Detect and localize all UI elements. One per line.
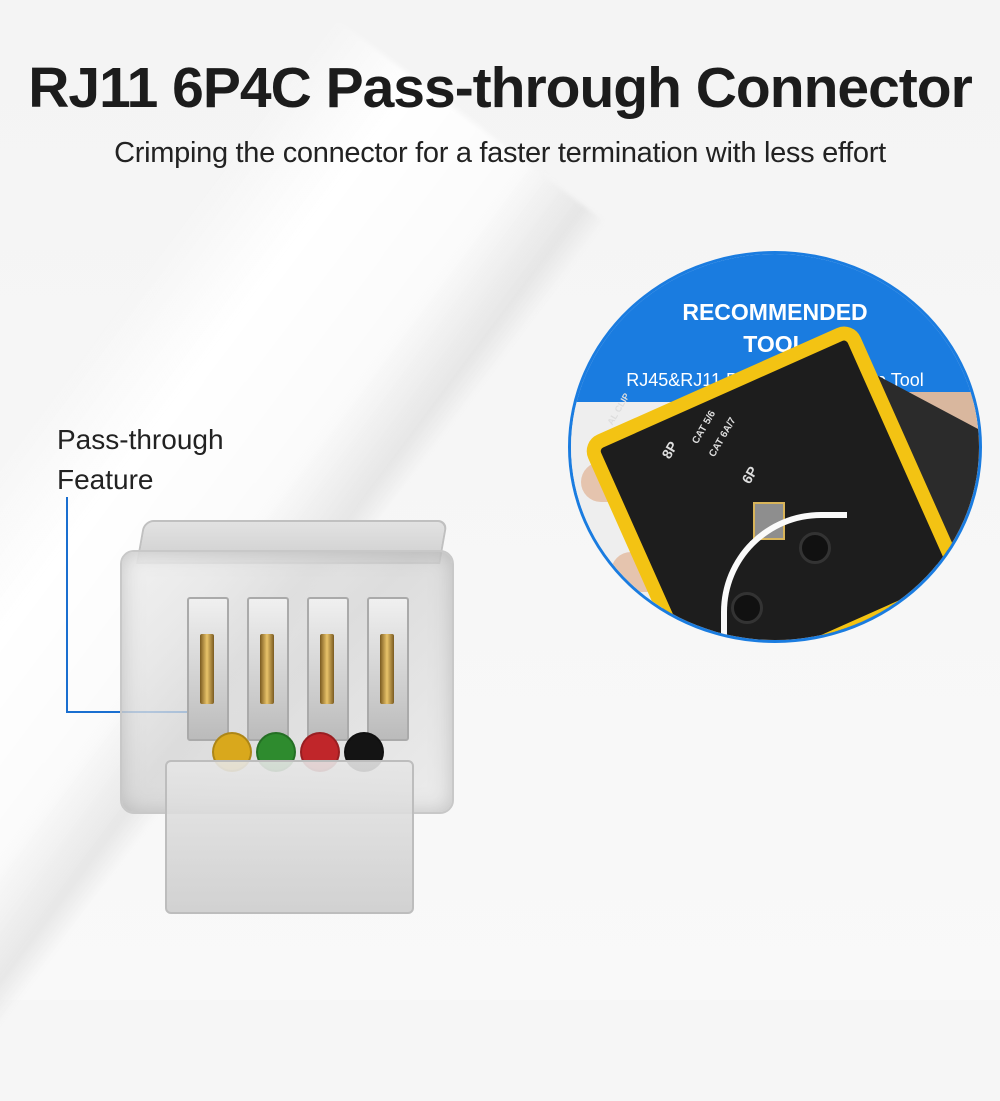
gold-contact <box>380 634 394 704</box>
rj11-connector-image <box>110 520 470 930</box>
callout-line-vertical <box>66 497 68 712</box>
screw-icon <box>731 592 763 624</box>
contact-slot <box>367 597 409 741</box>
callout-title-line1: RECOMMENDED <box>682 299 868 325</box>
pass-through-feature-label: Pass-through Feature <box>57 420 224 500</box>
gold-contact <box>200 634 214 704</box>
contact-slot <box>307 597 349 741</box>
contact-slot <box>187 597 229 741</box>
crimp-tool-photo: 8P 6P CAT 5/6 CAT 6A/7 AL CLIP <box>571 320 979 640</box>
gold-contact <box>320 634 334 704</box>
contact-slot <box>247 597 289 741</box>
page-subtitle: Crimping the connector for a faster term… <box>114 137 886 169</box>
callout-title: RECOMMENDED TOOL <box>571 296 979 360</box>
recommended-tool-callout: RECOMMENDED TOOL RJ45&RJ11 Pass-through … <box>568 251 982 643</box>
connector-latch <box>165 760 414 914</box>
page-title: RJ11 6P4C Pass-through Connector <box>28 56 973 120</box>
feature-label-line1: Pass-through <box>57 424 224 455</box>
gold-contact <box>260 634 274 704</box>
screw-icon <box>799 532 831 564</box>
feature-label-line2: Feature <box>57 464 154 495</box>
